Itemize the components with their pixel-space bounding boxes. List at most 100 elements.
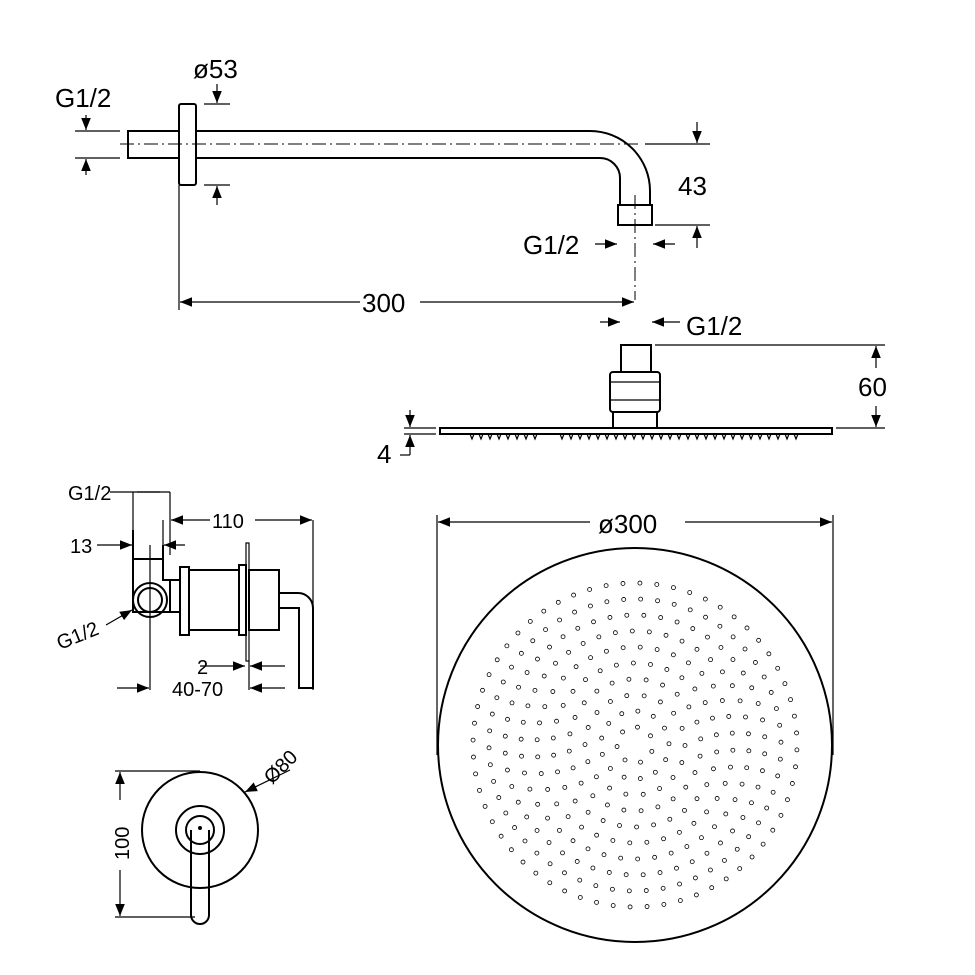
spray-nozzle [775, 665, 781, 671]
spray-nozzle [594, 899, 599, 905]
valve-plate-label: 2 [197, 657, 208, 679]
valve-side [97, 491, 314, 693]
spray-nozzle [702, 700, 708, 706]
arm-flange-diameter-label: ø53 [193, 54, 238, 84]
spray-nozzle [734, 846, 740, 852]
spray-nozzle [720, 669, 725, 675]
spray-nozzle [621, 774, 627, 780]
spray-nozzle [627, 904, 633, 910]
spray-nozzle [710, 715, 715, 721]
spray-nozzle [635, 708, 641, 714]
spray-nozzle [503, 810, 509, 816]
valve-top-thread-label: G1/2 [68, 483, 111, 505]
spray-nozzle [655, 598, 660, 604]
spray-nozzle [525, 703, 531, 709]
spray-nozzle [594, 710, 600, 715]
spray-nozzle [788, 697, 793, 703]
spray-nozzle [557, 617, 562, 623]
spray-nozzle [640, 872, 646, 878]
spray-nozzle [480, 687, 485, 693]
spray-nozzle [753, 660, 758, 665]
spray-nozzle [654, 647, 660, 652]
spray-nozzle [737, 866, 743, 872]
spray-nozzle [554, 801, 560, 807]
spray-nozzle [614, 744, 620, 749]
spray-nozzle [652, 769, 658, 775]
spray-nozzle [623, 791, 629, 797]
spray-nozzle [500, 679, 506, 685]
spray-nozzle [560, 850, 565, 856]
shower-head-side [400, 317, 885, 456]
spray-nozzle [630, 660, 636, 666]
spray-nozzle [692, 770, 698, 775]
spray-nozzle [496, 795, 502, 800]
spray-nozzle [550, 735, 556, 741]
spray-nozzle [610, 903, 616, 908]
spray-nozzle [516, 684, 521, 690]
spray-nozzle [553, 660, 558, 666]
spray-nozzle [547, 644, 552, 650]
spray-nozzle [785, 797, 790, 803]
spray-nozzle [509, 664, 514, 670]
valve-side-thread-label: G1/2 [54, 618, 102, 655]
spray-nozzle [596, 634, 602, 640]
spray-nozzle [591, 619, 596, 625]
spray-nozzle [648, 733, 653, 739]
spray-nozzle [599, 751, 605, 757]
spray-nozzle [674, 691, 680, 697]
spray-nozzle [789, 781, 795, 786]
spray-nozzle [737, 698, 743, 704]
spray-nozzle [593, 883, 599, 889]
spray-nozzle [778, 812, 784, 818]
spray-nozzle [782, 681, 788, 687]
spray-nozzle [689, 859, 695, 865]
spray-nozzle [714, 796, 720, 801]
spray-nozzle [541, 608, 547, 614]
spray-nozzle [588, 603, 593, 609]
spray-nozzle [504, 643, 510, 649]
spray-nozzle [643, 677, 649, 683]
spray-nozzle [543, 627, 548, 632]
spray-nozzle [532, 687, 538, 693]
spray-nozzle [730, 828, 735, 834]
spray-nozzle [663, 757, 669, 763]
spray-nozzle [597, 668, 603, 674]
spray-nozzle [491, 779, 497, 784]
spray-nozzle [585, 725, 591, 730]
spray-nozzle [567, 731, 573, 737]
arm-wall-thread-label: G1/2 [55, 83, 111, 113]
spray-nozzle [518, 736, 524, 742]
spray-nozzle [652, 854, 658, 860]
spray-nozzle [746, 731, 751, 737]
spray-nozzle [708, 867, 713, 873]
spray-nozzle [555, 769, 560, 775]
spray-nozzle [661, 836, 666, 842]
spray-nozzle [570, 765, 576, 771]
spray-nozzle [679, 638, 685, 644]
valve-wall-range-label: 40-70 [172, 679, 223, 701]
spray-nozzle [594, 688, 600, 694]
spray-nozzle [730, 657, 736, 662]
spray-nozzle [577, 877, 583, 883]
spray-nozzle [472, 720, 477, 726]
spray-nozzle [743, 714, 748, 720]
spray-nozzle [534, 850, 540, 856]
spray-nozzle [626, 888, 632, 894]
spray-nozzle [487, 762, 493, 768]
spray-nozzle [777, 722, 783, 728]
spray-nozzle [498, 833, 504, 839]
spray-nozzle [608, 699, 613, 704]
spray-nozzle [527, 618, 533, 624]
spray-nozzle [699, 835, 704, 841]
spray-nozzle [581, 700, 587, 706]
spray-nozzle [650, 713, 656, 719]
spray-nozzle [535, 754, 541, 760]
spray-nozzle [638, 596, 644, 602]
spray-nozzle [509, 784, 515, 789]
arm-outlet-thread-label: G1/2 [523, 230, 579, 260]
spray-nozzle [538, 771, 544, 776]
spray-nozzle [711, 766, 716, 772]
shower-arm [75, 84, 710, 310]
spray-nozzle [635, 724, 640, 730]
spray-nozzle [704, 850, 710, 856]
